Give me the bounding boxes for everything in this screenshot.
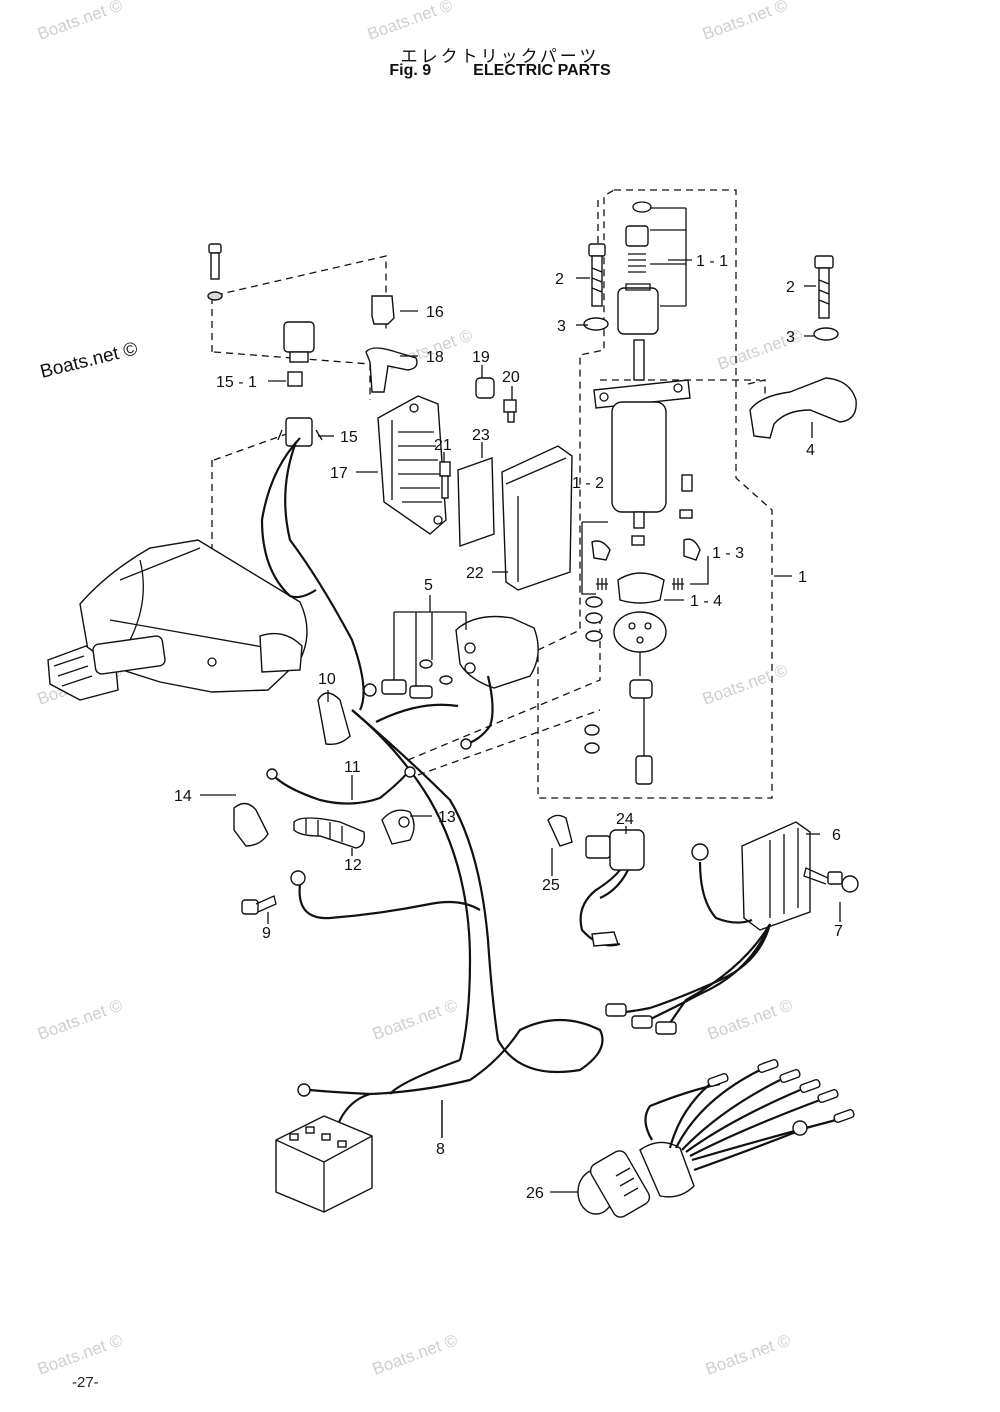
callout-label: 18 xyxy=(426,349,444,366)
title-english: Fig. 9 ELECTRIC PARTS xyxy=(0,62,1000,80)
callout-label: 14 xyxy=(174,788,192,805)
watermark-text: Boats.net © xyxy=(35,1330,126,1378)
callout-label: 3 xyxy=(557,318,566,335)
main-wiring-harness xyxy=(260,437,604,1213)
extension-harness xyxy=(577,1058,855,1218)
screws xyxy=(241,895,277,915)
callout-label: 8 xyxy=(436,1141,445,1158)
page-number: -27- xyxy=(72,1374,99,1391)
watermark-text: Boats.net © xyxy=(700,660,791,708)
relay-group xyxy=(277,295,418,447)
callout-label: 1 - 1 xyxy=(696,253,728,270)
callout-label: 2 xyxy=(786,279,795,296)
callout-label: 6 xyxy=(832,827,841,844)
leader-lines xyxy=(200,259,841,1193)
callout-label: 2 xyxy=(555,271,564,288)
callout-label: 9 xyxy=(262,925,271,942)
figure-label: Fig. 9 xyxy=(389,62,432,79)
tiller-housing xyxy=(47,539,308,701)
rectifier-regulator xyxy=(605,821,859,1035)
callout-label: 25 xyxy=(542,877,560,894)
callout-label: 23 xyxy=(472,427,490,444)
callout-label: 7 xyxy=(834,923,843,940)
watermark-text: Boats.net © xyxy=(370,995,461,1043)
watermark-text: Boats.net © xyxy=(35,0,126,44)
callout-label: 15 - 1 xyxy=(216,374,257,391)
callout-label: 24 xyxy=(616,811,634,828)
starter-solenoid xyxy=(375,611,539,750)
callout-label: 20 xyxy=(502,369,520,386)
callout-label: 13 xyxy=(438,809,456,826)
callout-label: 21 xyxy=(434,437,452,454)
watermark-text: Boats.net © xyxy=(35,995,126,1043)
cable-accessories xyxy=(233,692,416,849)
mounting-bracket xyxy=(749,377,857,439)
title-japanese: エレクトリックパーツ xyxy=(400,47,600,67)
callout-label: 1 - 2 xyxy=(572,475,604,492)
callout-label: 22 xyxy=(466,565,484,582)
callout-label: 10 xyxy=(318,671,336,688)
bolts-and-washers xyxy=(207,243,839,341)
callout-label: 5 xyxy=(424,577,433,594)
starter-motor-assembly xyxy=(581,201,709,785)
callout-label: 26 xyxy=(526,1185,544,1202)
watermark-text: Boats.net © xyxy=(700,0,791,44)
callout-label: 16 xyxy=(426,304,444,321)
callout-label: 19 xyxy=(472,349,490,366)
main-switch xyxy=(547,814,645,947)
callout-label: 1 - 4 xyxy=(690,593,722,610)
watermark-text: Boats.net © xyxy=(705,995,796,1043)
callout-label: 12 xyxy=(344,857,362,874)
callout-label: 1 - 3 xyxy=(712,545,744,562)
callout-label: 17 xyxy=(330,465,348,482)
callout-label: 15 xyxy=(340,429,358,446)
watermark-text: Boats.net © xyxy=(370,1330,461,1378)
watermark-text: Boats.net © xyxy=(703,1330,794,1378)
callout-label: 1 xyxy=(798,569,807,586)
callout-label: 4 xyxy=(806,442,815,459)
callout-label: 11 xyxy=(344,759,361,776)
watermark-text-dark: Boats.net © xyxy=(38,338,140,382)
callout-labels: 1 - 1 2 2 3 3 16 18 15 - 1 19 20 4 15 21… xyxy=(174,253,843,1202)
watermark-text: Boats.net © xyxy=(365,0,456,44)
callout-label: 3 xyxy=(786,329,795,346)
figure-title: ELECTRIC PARTS xyxy=(473,62,611,79)
cdi-unit-group xyxy=(377,377,573,591)
